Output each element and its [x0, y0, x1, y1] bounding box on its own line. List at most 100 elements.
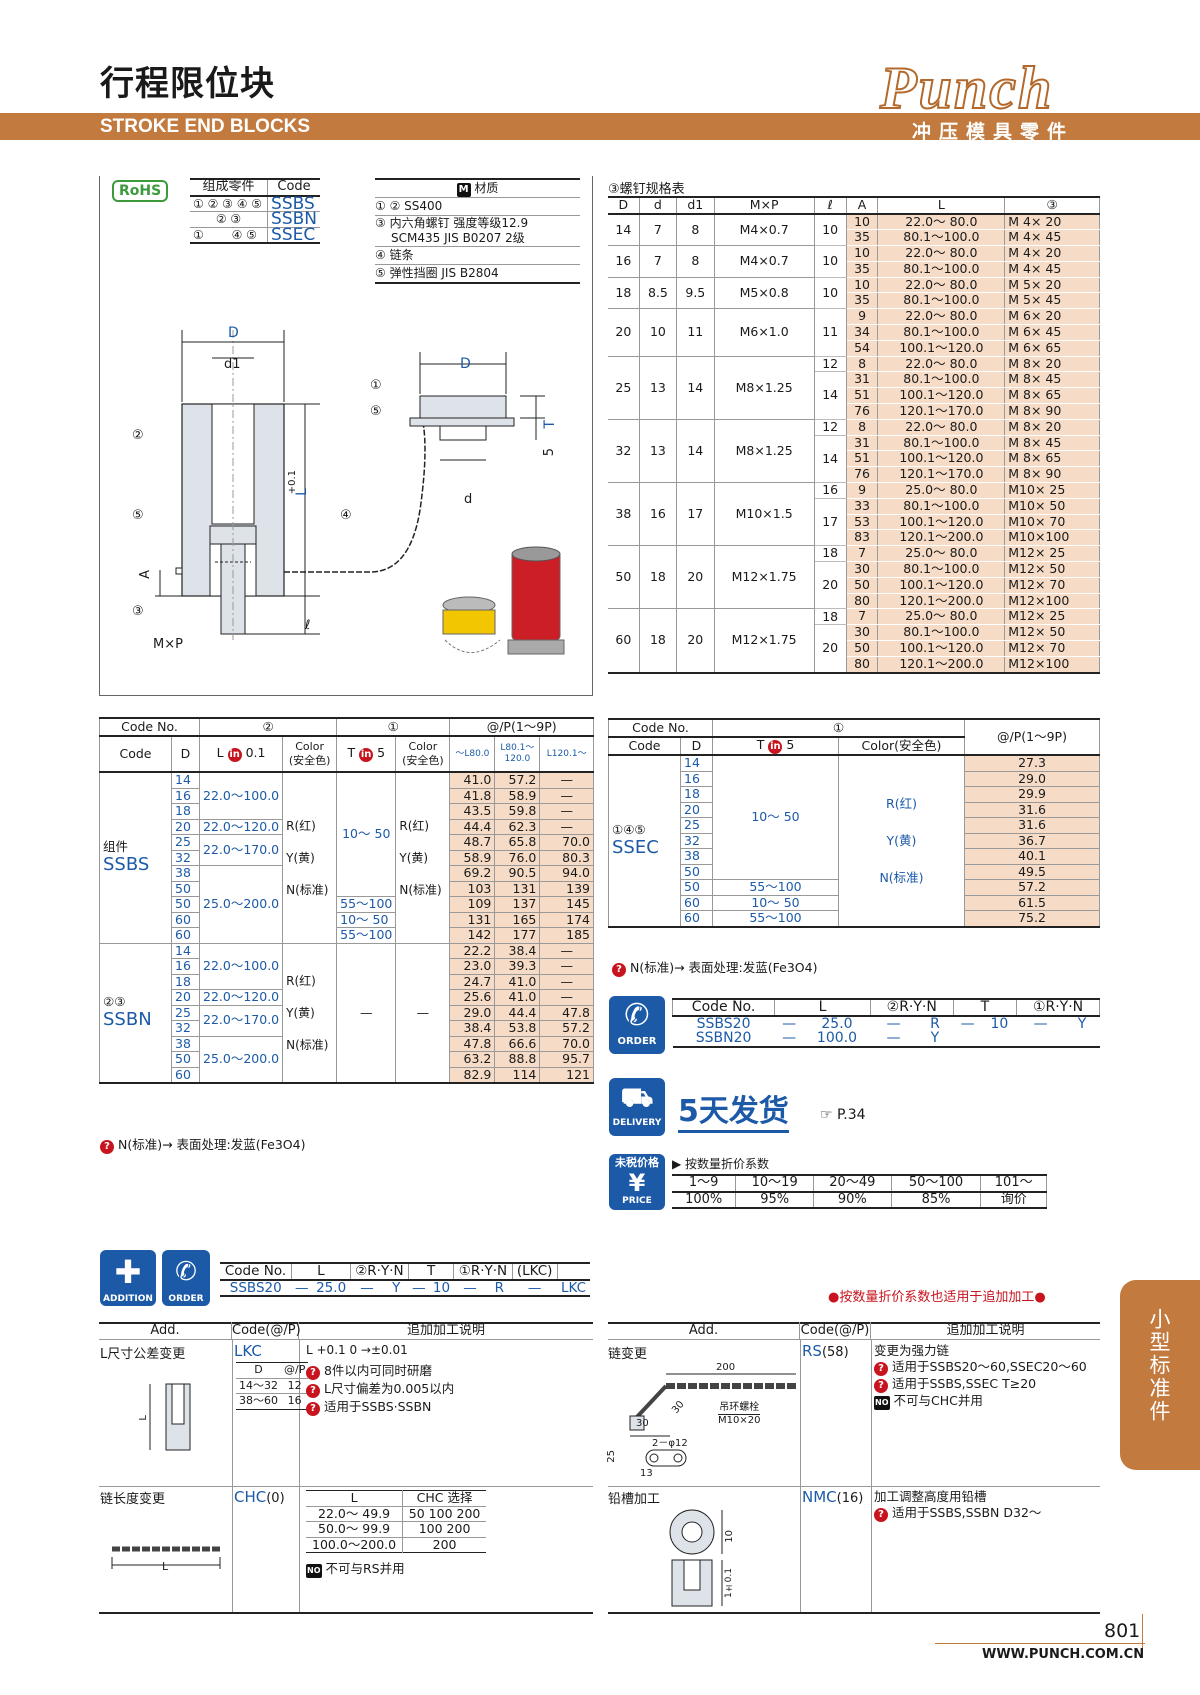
- d-cell: 60: [680, 894, 713, 911]
- dim-L-tol: +0.1: [287, 470, 298, 495]
- dim-d1-label: d1: [224, 357, 241, 372]
- col-header: (LKC): [512, 1263, 558, 1280]
- price-cell: 41.8: [449, 787, 496, 804]
- delivery-ref-link[interactable]: ☞ P.34: [820, 1107, 866, 1123]
- price-cell: 43.5: [449, 803, 496, 820]
- chain-L-label: L: [162, 1560, 169, 1573]
- order-cell: [982, 1031, 1017, 1047]
- rs-chain-diagram: [629, 1373, 796, 1467]
- screw-L: 120.1～200.0: [877, 530, 1006, 547]
- price-cell: 61.5: [964, 894, 1100, 911]
- screw-a: 7: [846, 609, 879, 626]
- screw-mp: M4×0.7: [714, 213, 815, 246]
- addition-cell: SSBS20: [229, 1279, 282, 1296]
- screw-mp: M5×0.8: [714, 277, 815, 309]
- chc-code-cell: CHC(0): [234, 1488, 285, 1506]
- price-cell: 41.0: [494, 989, 541, 1006]
- screw-spec: M10× 25: [1004, 482, 1100, 499]
- order-cell: Y: [930, 1030, 940, 1046]
- col-header: ②: [198, 717, 338, 737]
- lkc-d: 14～32: [239, 1378, 278, 1392]
- price-cell: —: [539, 818, 594, 835]
- screw-spec: M 4× 45: [1004, 229, 1100, 247]
- price-cell: —: [539, 973, 594, 990]
- l-range-cell: 25.0～200.0: [198, 1035, 284, 1084]
- screw-spec: M12×100: [1004, 593, 1100, 610]
- screw-spec: M 5× 45: [1004, 293, 1100, 310]
- col-header-p2: L80.1～120.0: [494, 735, 541, 773]
- color-cell: —: [395, 942, 451, 1084]
- col-header: A: [846, 197, 879, 214]
- price-cell: 185: [539, 927, 594, 944]
- screw-L: 80.1～100.0: [877, 229, 1006, 247]
- screw-d: 14: [608, 213, 640, 246]
- dim-D-label: D: [228, 325, 239, 341]
- screw-a: 30: [846, 561, 879, 578]
- l-range-cell: 22.0～170.0: [198, 1004, 284, 1037]
- price-cell: 57.2: [539, 1020, 594, 1037]
- dim-MxP-label: M×P: [153, 637, 183, 652]
- d-cell: 60: [171, 911, 200, 928]
- screw-a: 8: [846, 356, 879, 373]
- addition-cell: —: [463, 1279, 477, 1296]
- screw-a: 51: [846, 451, 879, 468]
- screw-d1: 20: [676, 545, 715, 609]
- screw-d: 32: [608, 419, 640, 483]
- delivery-icon-label: DELIVERY: [612, 1118, 662, 1128]
- color-option: N(标准): [399, 882, 442, 897]
- screw-L: 120.1～170.0: [877, 403, 1006, 420]
- col-header: T: [408, 1263, 455, 1280]
- screw-a: 34: [846, 324, 879, 341]
- col-header: ②R·Y·N: [350, 1263, 410, 1280]
- price-cell: 36.7: [964, 832, 1100, 849]
- lkc-p: 16: [287, 1394, 302, 1407]
- screw-a: 35: [846, 229, 879, 247]
- rs-code: RS: [802, 1342, 822, 1360]
- screw-L: 25.0～ 80.0: [877, 482, 1006, 499]
- col-header-text: 120.0: [504, 754, 531, 764]
- screw-l: 10: [814, 213, 847, 247]
- nmc-desc: 加工调整高度用铅槽: [874, 1489, 987, 1504]
- price-cell: 145: [539, 896, 594, 913]
- screw-a: 54: [846, 340, 879, 357]
- screw-L: 22.0～ 80.0: [877, 245, 1006, 262]
- screw-a: 31: [846, 372, 879, 389]
- phone-icon: ✆: [624, 998, 650, 1033]
- screw-L: 22.0～ 80.0: [877, 308, 1006, 326]
- d-cell: 16: [680, 770, 713, 787]
- order-cell: 10: [990, 1015, 1009, 1032]
- col-header: ①R·Y·N: [1016, 998, 1100, 1016]
- material-icon: M: [456, 183, 471, 197]
- screw-a: 53: [846, 514, 879, 531]
- col-header: Code: [99, 735, 172, 773]
- category-side-tab[interactable]: 小型标准件: [1120, 1280, 1200, 1470]
- info-icon: ?: [306, 1384, 320, 1398]
- addition-cell: —: [412, 1279, 426, 1296]
- chain-diagram: [111, 1546, 221, 1569]
- order-row: SSBN20—100.0—Y: [672, 1030, 1100, 1047]
- nmc-diagram: [669, 1509, 723, 1607]
- footer-url[interactable]: WWW.PUNCH.COM.CN: [982, 1647, 1145, 1662]
- add-left-panel: [99, 1322, 593, 1614]
- screw-spec: M 8× 65: [1004, 387, 1100, 405]
- ssec-price-table: Code No. ① @/P(1～9P) Code D T in 5 Color…: [608, 718, 1100, 928]
- screw-L: 100.1～120.0: [877, 577, 1006, 594]
- comp-parts: ② ③: [190, 211, 269, 227]
- lkc-tol: L +0.1 0 →±0.01: [306, 1343, 408, 1357]
- comp-code: SSBN: [271, 209, 317, 229]
- col-header: L: [877, 197, 1006, 214]
- code-value: SSBN: [103, 1009, 152, 1030]
- info-icon: ?: [874, 1379, 888, 1393]
- screw-a: 76: [846, 403, 879, 420]
- col-header-text: T: [347, 745, 356, 760]
